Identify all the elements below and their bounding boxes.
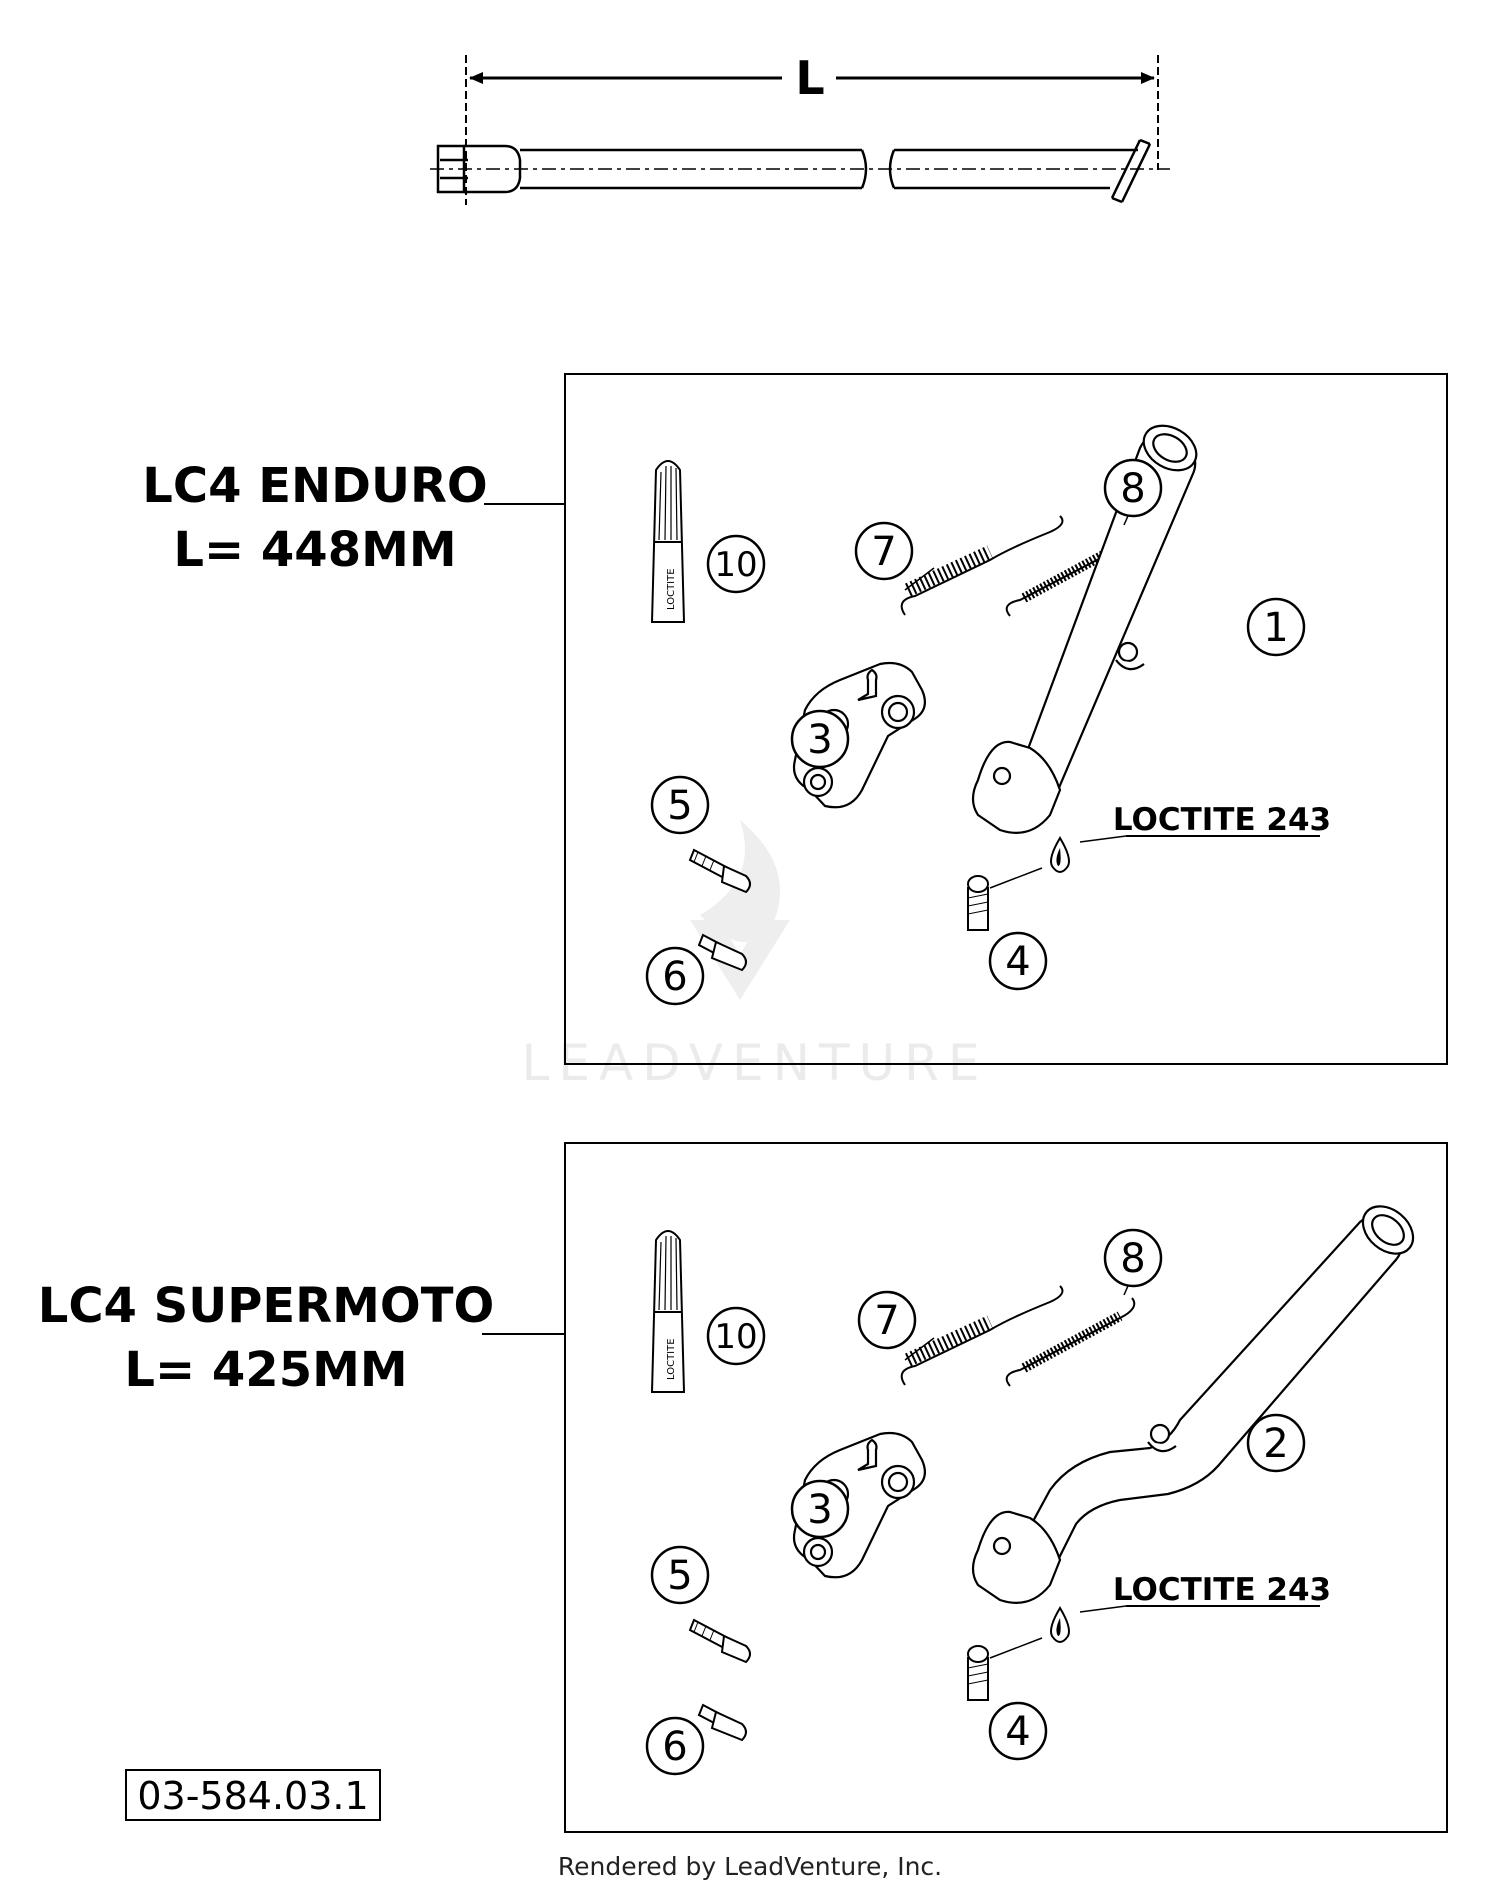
loctite-tube: LOCTITE xyxy=(650,460,686,623)
callout-7: 7 xyxy=(854,521,914,581)
loctite-tube: LOCTITE xyxy=(650,1230,686,1393)
length-dimension-drawing: L xyxy=(430,51,1170,205)
svg-text:10: 10 xyxy=(714,1317,757,1357)
callout-6: 6 xyxy=(645,1716,705,1776)
part-code: 03-584.03.1 xyxy=(137,1774,368,1818)
callout-5: 5 xyxy=(650,775,710,835)
svg-text:6: 6 xyxy=(662,1724,687,1770)
callout-3: 3 xyxy=(790,1479,850,1539)
loctite-drop-icon xyxy=(1050,836,1070,873)
svg-text:7: 7 xyxy=(871,529,896,575)
bolt-5 xyxy=(688,1618,751,1664)
callout-8: 8 xyxy=(1103,458,1163,518)
sidestand-part-2 xyxy=(971,1205,1415,1604)
loctite-note: LOCTITE 243 xyxy=(1113,1572,1331,1608)
svg-text:3: 3 xyxy=(807,1487,832,1533)
svg-text:5: 5 xyxy=(667,783,692,829)
callout-10: 10 xyxy=(706,1306,766,1366)
bolt-6 xyxy=(697,933,747,972)
callout-2: 2 xyxy=(1246,1413,1306,1473)
svg-text:2: 2 xyxy=(1263,1421,1288,1467)
svg-text:4: 4 xyxy=(1005,1709,1030,1755)
callout-7: 7 xyxy=(857,1290,917,1350)
svg-text:1: 1 xyxy=(1263,605,1288,651)
callout-6: 6 xyxy=(645,946,705,1006)
callout-4: 4 xyxy=(988,931,1048,991)
bolt-6 xyxy=(697,1703,747,1742)
loctite-tube-label: LOCTITE xyxy=(666,568,677,610)
svg-text:5: 5 xyxy=(667,1553,692,1599)
loctite-note: LOCTITE 243 xyxy=(1113,802,1331,838)
svg-text:4: 4 xyxy=(1005,939,1030,985)
sidestand-part-1 xyxy=(971,424,1198,834)
spring-7 xyxy=(900,1285,1064,1386)
rod-outline xyxy=(436,138,1152,204)
loctite-tube-label: LOCTITE xyxy=(666,1338,677,1380)
callout-3: 3 xyxy=(790,709,850,769)
length-title: L= 425MM xyxy=(124,1342,407,1398)
stud-part-4 xyxy=(967,1637,1043,1701)
length-title: L= 448MM xyxy=(173,522,456,578)
callout-10: 10 xyxy=(706,534,766,594)
section-supermoto: LC4 SUPERMOTO L= 425MM LOCTITE xyxy=(38,1142,1448,1833)
bracket-part-3 xyxy=(792,1431,927,1579)
spring-7 xyxy=(900,515,1064,616)
part-code-box: 03-584.03.1 xyxy=(125,1769,381,1821)
callout-8: 8 xyxy=(1103,1228,1163,1288)
svg-text:8: 8 xyxy=(1120,466,1145,512)
bolt-5 xyxy=(688,848,751,894)
spring-8 xyxy=(1005,1297,1136,1387)
footer-credit: Rendered by LeadVenture, Inc. xyxy=(558,1852,942,1881)
watermark: LEADVENTURE xyxy=(522,820,979,1092)
callout-4: 4 xyxy=(988,1701,1048,1761)
dimension-label: L xyxy=(795,51,824,105)
loctite-drop-icon xyxy=(1050,1606,1070,1643)
callout-1: 1 xyxy=(1246,597,1306,657)
callout-5: 5 xyxy=(650,1545,710,1605)
model-title: LC4 ENDURO xyxy=(142,458,487,514)
parts-frame xyxy=(564,1142,1448,1833)
model-title: LC4 SUPERMOTO xyxy=(38,1278,495,1334)
svg-text:3: 3 xyxy=(807,717,832,763)
svg-text:6: 6 xyxy=(662,954,687,1000)
stud-part-4 xyxy=(967,867,1043,931)
svg-text:7: 7 xyxy=(874,1298,899,1344)
svg-text:10: 10 xyxy=(714,545,757,585)
svg-text:8: 8 xyxy=(1120,1236,1145,1282)
parts-frame xyxy=(564,373,1448,1065)
section-enduro: LC4 ENDURO L= 448MM LOCTITE xyxy=(142,373,1448,1065)
